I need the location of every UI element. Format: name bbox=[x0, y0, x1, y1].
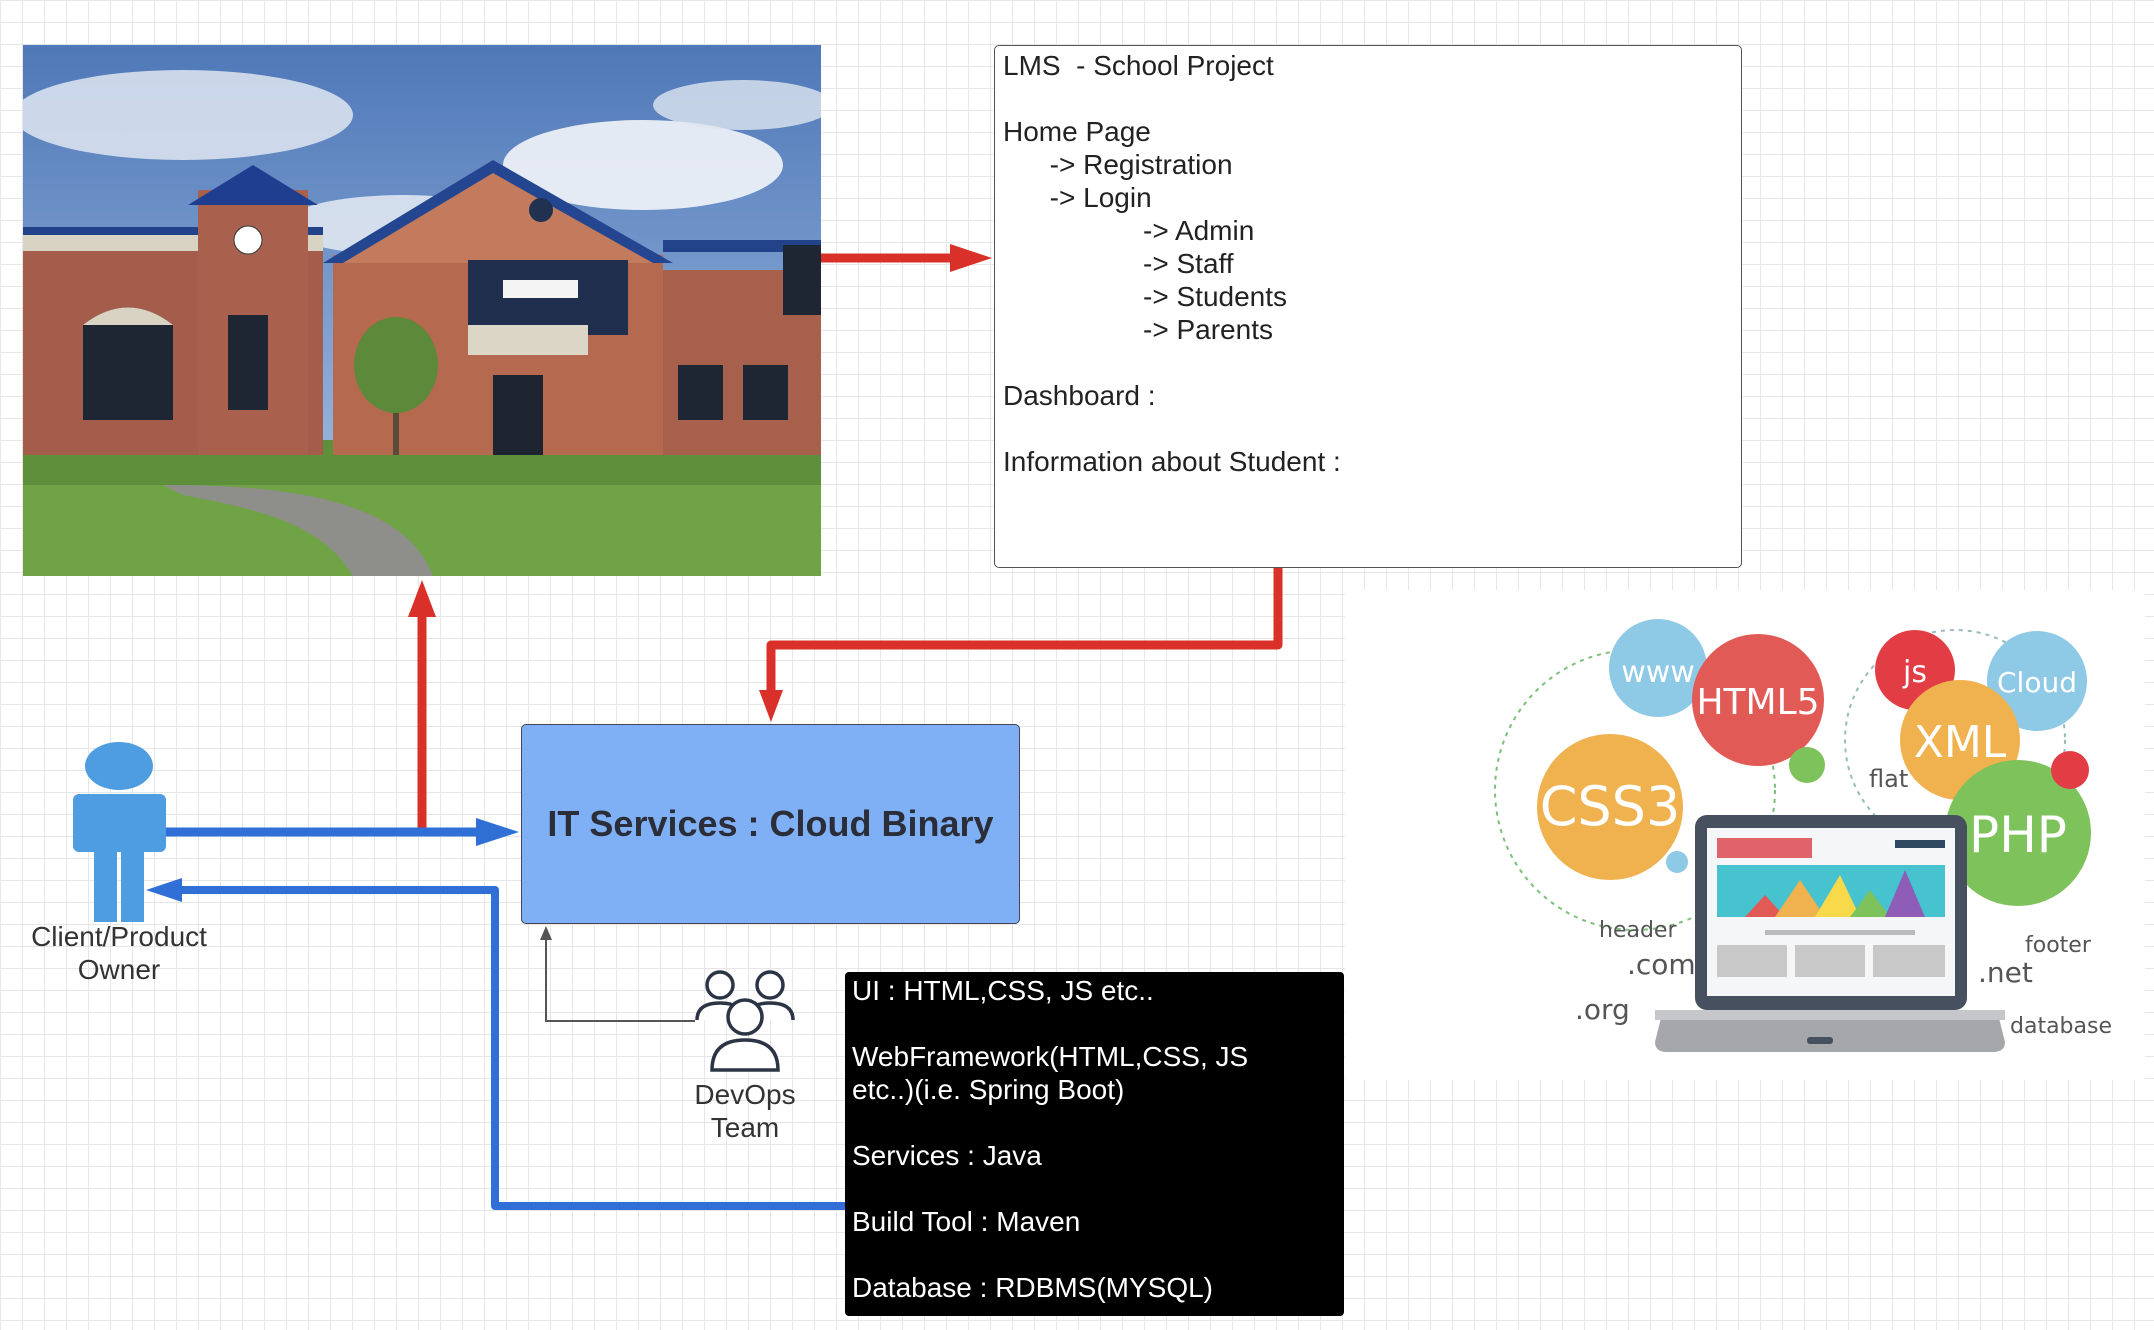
tech-line bbox=[852, 1172, 1337, 1205]
tech-line: Services : Java bbox=[852, 1140, 1042, 1171]
tech-line: WebFramework(HTML,CSS, JS bbox=[852, 1041, 1249, 1072]
www-bubble-label: www bbox=[1621, 655, 1695, 690]
tech-line: UI : HTML,CSS, JS etc.. bbox=[852, 975, 1154, 1006]
tech-line: etc..)(i.e. Spring Boot) bbox=[852, 1074, 1125, 1105]
js-bubble-label: js bbox=[1902, 655, 1927, 690]
lms-line: Information about Student : bbox=[1003, 446, 1341, 477]
web-technologies-illustration: www CSS3 HTML5 js Cloud XML PHP bbox=[1345, 590, 2145, 1080]
school-building-photo bbox=[23, 45, 821, 576]
lms-line: -> Login bbox=[1003, 182, 1152, 213]
cloud-bubble-label: Cloud bbox=[1997, 666, 2077, 699]
lms-line: Home Page bbox=[1003, 116, 1151, 147]
header-tag: header bbox=[1599, 918, 1677, 943]
php-bubble bbox=[1945, 760, 2091, 906]
client-label-line: Owner bbox=[77, 954, 161, 985]
lms-line bbox=[1003, 82, 1733, 115]
lms-spec-box: LMS - School Project Home Page -> Regist… bbox=[994, 45, 1742, 568]
team-icon bbox=[695, 970, 795, 1072]
green-dot bbox=[1789, 747, 1825, 783]
devops-team-label: DevOps Team bbox=[670, 1078, 820, 1144]
lms-line: -> Staff bbox=[1003, 248, 1234, 279]
person-icon bbox=[73, 742, 166, 922]
php-bubble-label: PHP bbox=[1969, 806, 2067, 864]
lms-line: -> Parents bbox=[1003, 314, 1273, 345]
tech-line: Database : RDBMS(MYSQL) bbox=[852, 1272, 1213, 1303]
blue-dot bbox=[1666, 851, 1688, 873]
html5-bubble bbox=[1692, 634, 1824, 766]
css3-bubble-label: CSS3 bbox=[1540, 775, 1681, 838]
tech-to-client-arrow bbox=[146, 878, 845, 1210]
photo-to-lms-arrow bbox=[821, 244, 992, 272]
html5-bubble-label: HTML5 bbox=[1696, 682, 1819, 723]
tech-line bbox=[852, 1238, 1337, 1271]
net-tag: .net bbox=[1978, 956, 2033, 989]
devops-label-line: Team bbox=[710, 1112, 780, 1143]
lms-line: -> Admin bbox=[1003, 215, 1255, 246]
lms-line: LMS - School Project bbox=[1003, 50, 1274, 81]
css3-bubble bbox=[1537, 734, 1683, 880]
devops-to-it-arrow bbox=[540, 926, 695, 1022]
client-to-it-arrow bbox=[165, 818, 519, 846]
tech-stack-box: UI : HTML,CSS, JS etc.. WebFramework(HTM… bbox=[845, 972, 1344, 1316]
tech-line: Build Tool : Maven bbox=[852, 1206, 1081, 1237]
flat-tag: flat bbox=[1869, 765, 1908, 793]
tech-line bbox=[852, 1106, 1337, 1139]
client-product-owner-label: Client/Product Owner bbox=[18, 920, 220, 986]
devops-label-line: DevOps bbox=[694, 1079, 796, 1110]
lms-to-it-arrow bbox=[759, 568, 1283, 722]
lms-line bbox=[1003, 346, 1733, 379]
lms-line: -> Registration bbox=[1003, 149, 1233, 180]
laptop-icon bbox=[1655, 815, 2005, 1052]
red-dot bbox=[2051, 751, 2089, 789]
cloud-bubble bbox=[1987, 631, 2087, 731]
lms-line: Dashboard : bbox=[1003, 380, 1156, 411]
tech-line bbox=[852, 1007, 1337, 1040]
it-services-label: IT Services : Cloud Binary bbox=[547, 803, 994, 844]
client-to-photo-arrow bbox=[408, 580, 436, 832]
lms-line bbox=[1003, 412, 1733, 445]
org-tag: .org bbox=[1575, 993, 1630, 1026]
client-label-line: Client/Product bbox=[31, 921, 207, 952]
xml-bubble-label: XML bbox=[1914, 717, 2007, 768]
it-services-box[interactable]: IT Services : Cloud Binary bbox=[521, 724, 1020, 924]
www-bubble bbox=[1609, 619, 1707, 717]
lms-line: -> Students bbox=[1003, 281, 1288, 312]
database-tag: database bbox=[2010, 1014, 2112, 1039]
footer-tag: footer bbox=[2025, 933, 2092, 958]
com-tag: .com bbox=[1627, 948, 1696, 981]
